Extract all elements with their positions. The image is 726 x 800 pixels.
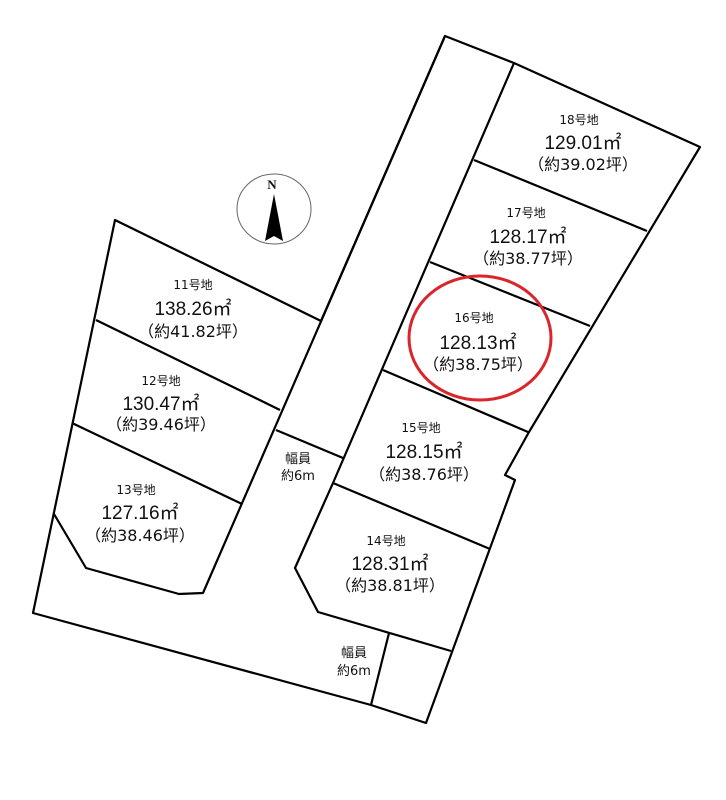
lot-number: 12号地 — [141, 374, 180, 388]
lot-tsubo: （約39.02坪） — [528, 155, 638, 174]
north-arrow-icon — [265, 194, 283, 241]
site-boundary — [31, 34, 702, 725]
lot-tsubo: （約38.81坪） — [335, 576, 445, 595]
lot-area: 130.47㎡ — [122, 392, 199, 415]
lot-tsubo: （約38.77坪） — [473, 249, 583, 268]
lot-number: 15号地 — [401, 421, 440, 435]
lot-area: 128.13㎡ — [439, 331, 516, 354]
lot-18: 18号地 129.01㎡ （約39.02坪） — [528, 113, 638, 174]
highlight-circle-lot-16 — [407, 274, 553, 402]
lot-divider-17-18 — [473, 158, 648, 233]
north-label: N — [267, 177, 277, 192]
lot-divider-12-13 — [71, 422, 243, 505]
road-label: 幅員 — [341, 646, 367, 661]
lot-tsubo: （約41.82坪） — [138, 322, 248, 341]
road-end-line — [369, 632, 391, 706]
road-label: 幅員 — [285, 452, 311, 467]
lot-17: 17号地 128.17㎡ （約38.77坪） — [473, 206, 583, 268]
lot-13: 13号地 127.16㎡ （約38.46坪） — [85, 483, 195, 545]
lot-number: 16号地 — [454, 311, 493, 325]
lot-tsubo: （約39.46坪） — [106, 415, 216, 434]
lot-12: 12号地 130.47㎡ （約39.46坪） — [106, 374, 216, 434]
lot-14: 14号地 128.31㎡ （約38.81坪） — [335, 534, 445, 595]
lot-16: 16号地 128.13㎡ （約38.75坪） — [423, 311, 533, 374]
lot-number: 14号地 — [366, 534, 405, 548]
lot-area: 127.16㎡ — [101, 501, 178, 524]
road-width: 約6m — [281, 469, 315, 484]
road-cross-line — [275, 428, 344, 460]
lot-divider-11-12 — [95, 319, 281, 411]
lot-area: 128.15㎡ — [385, 440, 462, 463]
lot-tsubo: （約38.46坪） — [85, 526, 195, 545]
lot-number: 18号地 — [559, 113, 598, 127]
road-width-label-bottom: 幅員 約6m — [337, 646, 371, 679]
lot-divider-15-16 — [382, 368, 529, 434]
lot-tsubo: （約38.76坪） — [369, 465, 479, 484]
lot-area: 138.26㎡ — [154, 297, 231, 320]
lot-divider-16-17 — [429, 260, 591, 328]
lot-number: 13号地 — [116, 483, 155, 497]
right-block-left-edge — [293, 62, 516, 653]
road-width: 約6m — [337, 664, 371, 679]
lot-area: 129.01㎡ — [544, 131, 621, 154]
lot-divider-14-15 — [332, 481, 491, 551]
lot-number: 11号地 — [173, 278, 212, 292]
north-compass: N — [236, 173, 312, 245]
left-block-right-edge — [53, 35, 447, 596]
lot-15: 15号地 128.15㎡ （約38.76坪） — [369, 421, 479, 484]
lot-area: 128.17㎡ — [489, 225, 566, 248]
road-width-label-middle: 幅員 約6m — [281, 452, 315, 484]
lot-tsubo: （約38.75坪） — [423, 355, 533, 374]
lot-area: 128.31㎡ — [351, 552, 428, 575]
lot-11: 11号地 138.26㎡ （約41.82坪） — [138, 278, 248, 341]
lot-number: 17号地 — [506, 206, 545, 220]
